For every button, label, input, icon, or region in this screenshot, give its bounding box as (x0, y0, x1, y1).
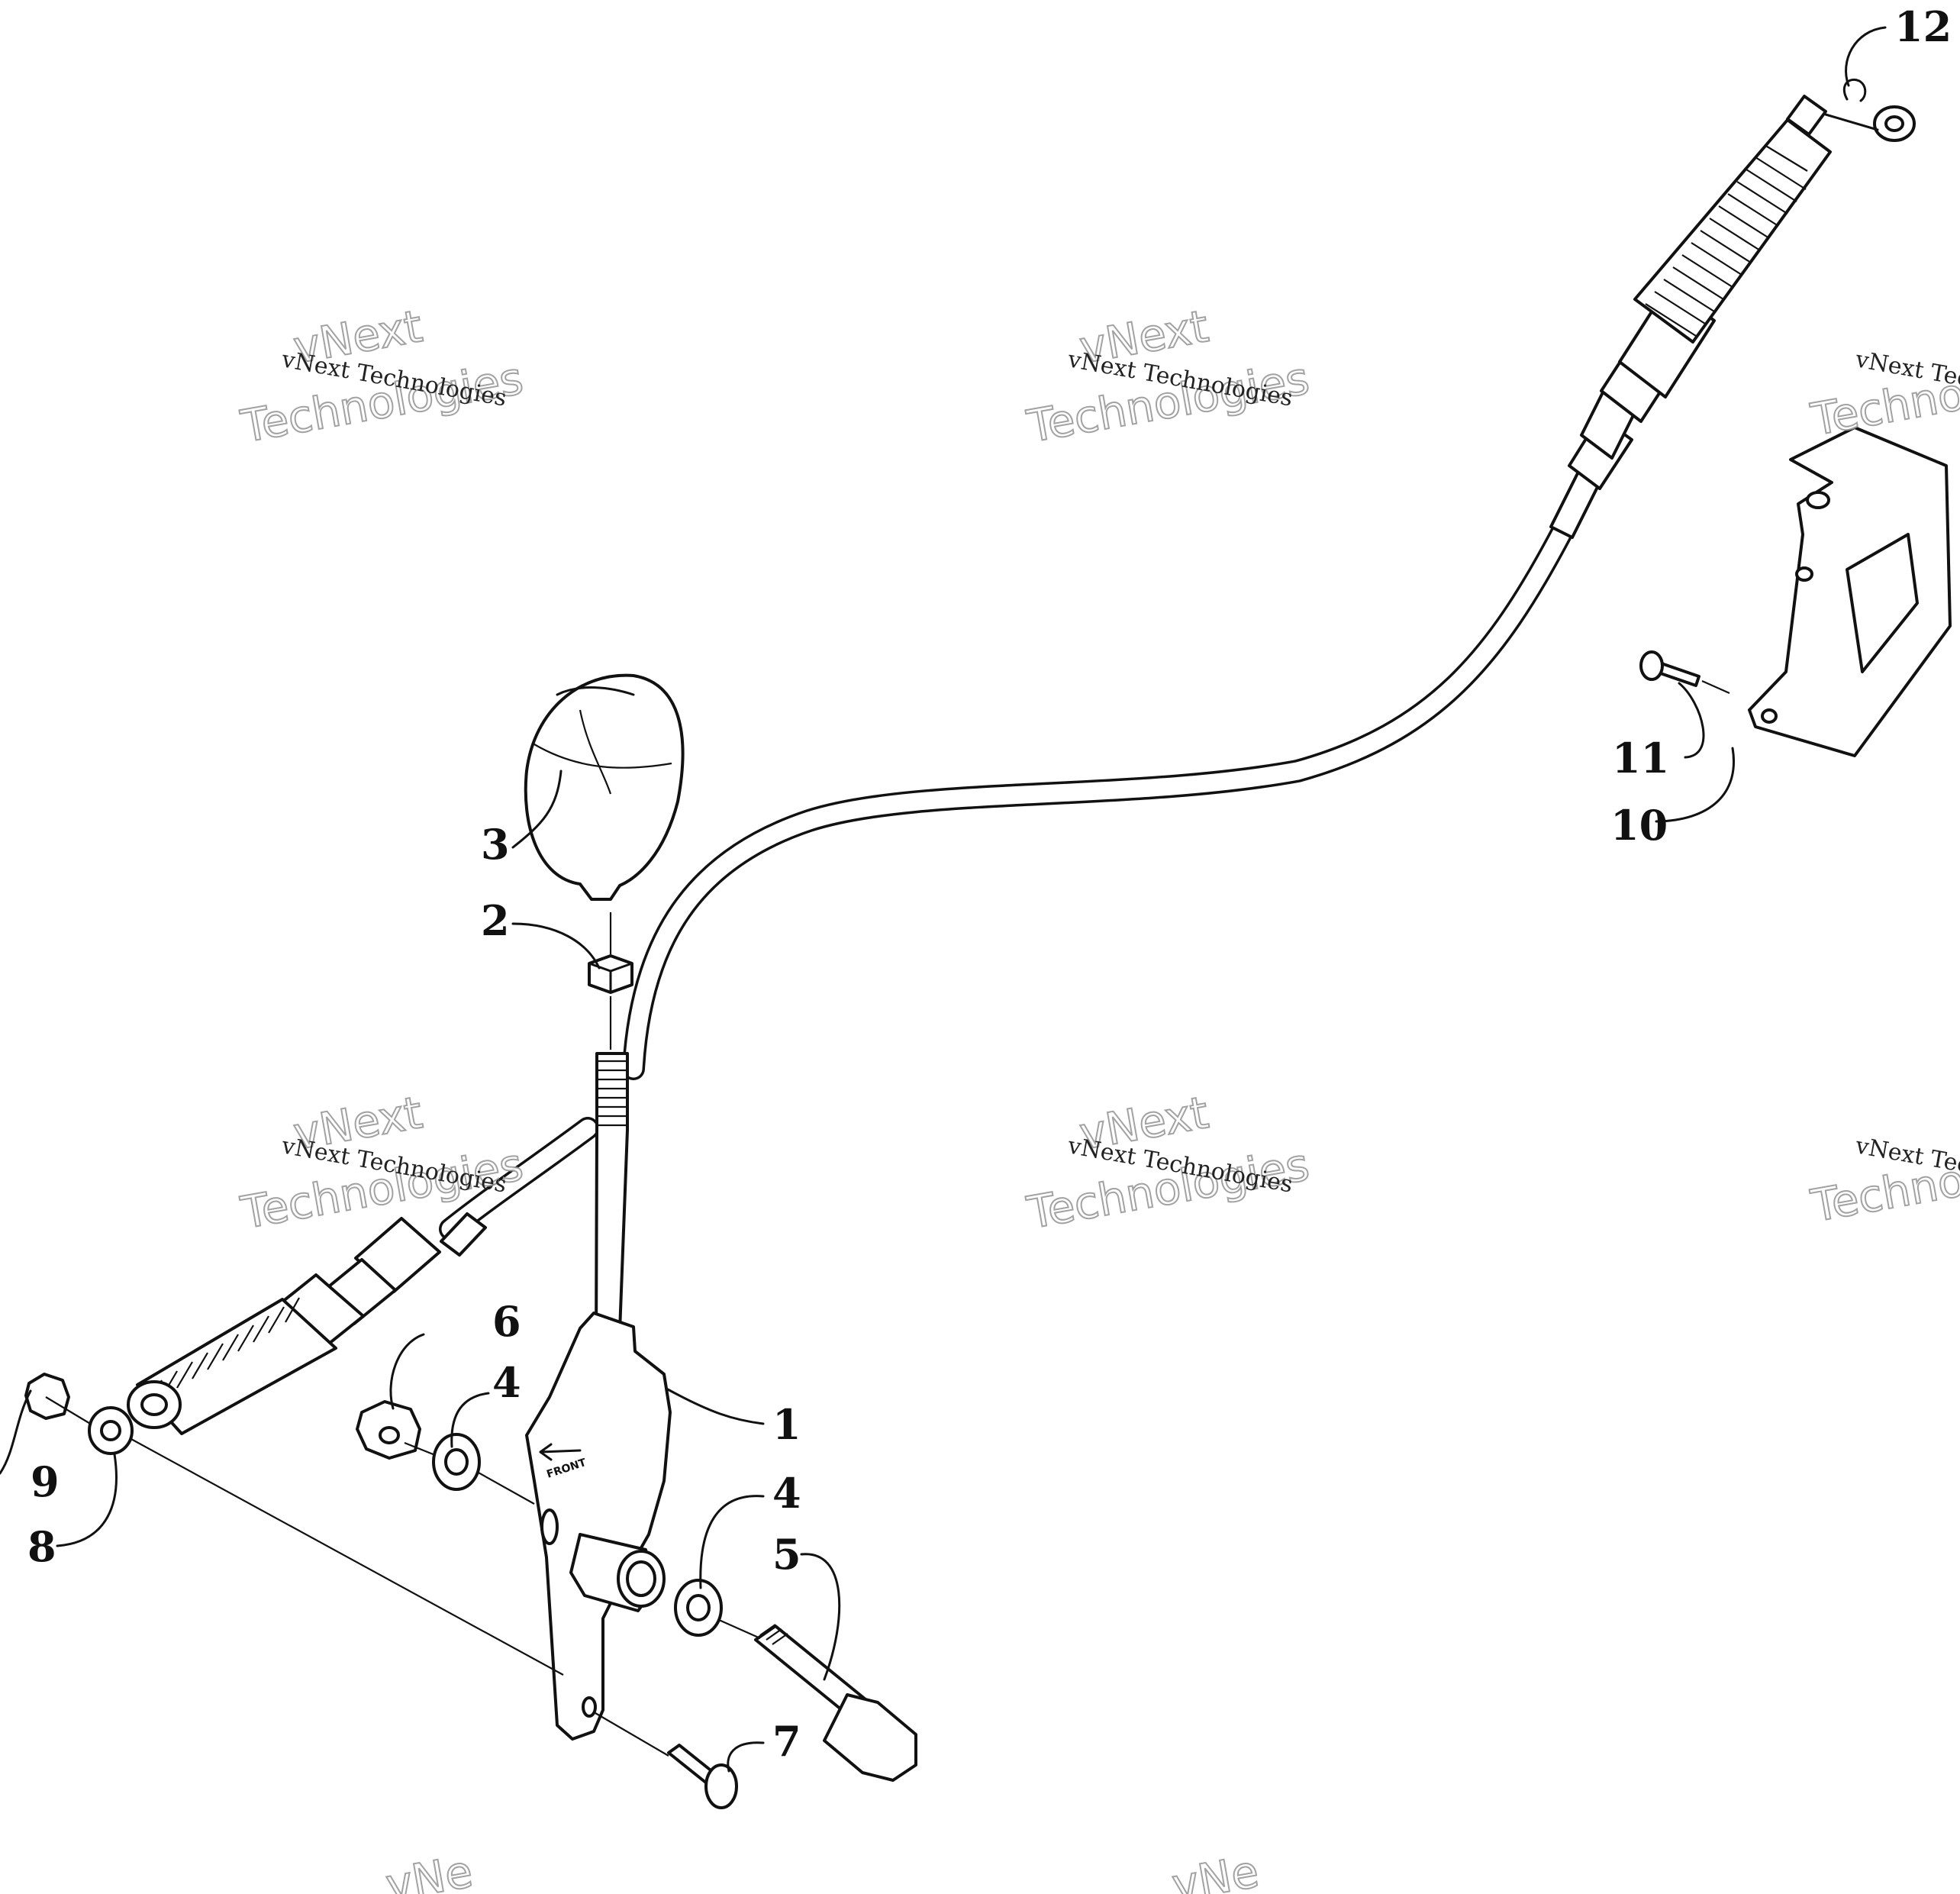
callout-11: 11 (1612, 734, 1669, 782)
callout-2: 2 (481, 896, 510, 945)
callout-8: 8 (27, 1522, 56, 1571)
watermark-edge-4: Techno (1807, 1154, 1960, 1232)
watermark-bottom-1: vNe (382, 1845, 476, 1894)
pivot-bolt (754, 1624, 917, 1782)
callout-7: 7 (772, 1717, 801, 1766)
callout-numbers: 1 2 3 4 4 5 6 7 8 9 10 11 12 (27, 2, 1952, 1766)
nut (588, 954, 633, 994)
shift-lever-assembly: FRONT (525, 1052, 672, 1741)
callout-12: 12 (1894, 2, 1952, 51)
shift-cable (439, 523, 1572, 1241)
callout-4-upper: 4 (492, 1358, 521, 1407)
screw (667, 1744, 738, 1809)
upper-cable-end (1549, 95, 1916, 539)
callout-4-lower: 4 (772, 1469, 801, 1518)
shift-knob (524, 673, 685, 901)
flange-nut (356, 1400, 421, 1460)
callout-leaders (0, 26, 1887, 1773)
watermarks: vNext Technologies vNext Technologies vN… (236, 299, 1960, 1894)
callout-3: 3 (481, 820, 510, 869)
callout-10: 10 (1610, 801, 1668, 850)
callout-1: 1 (772, 1400, 801, 1449)
washers (432, 1433, 723, 1637)
watermark-edge-2: Techno (1807, 368, 1960, 446)
callout-9: 9 (31, 1457, 60, 1506)
mount-bracket (1639, 426, 1952, 757)
washer-and-nut (24, 1373, 134, 1455)
guide-lines (45, 679, 1730, 1757)
watermark-bottom-2: vNe (1169, 1845, 1262, 1894)
callout-5: 5 (772, 1530, 801, 1579)
e-clip (1842, 79, 1867, 102)
callout-6: 6 (492, 1297, 521, 1346)
lower-cable-end (127, 1212, 487, 1435)
